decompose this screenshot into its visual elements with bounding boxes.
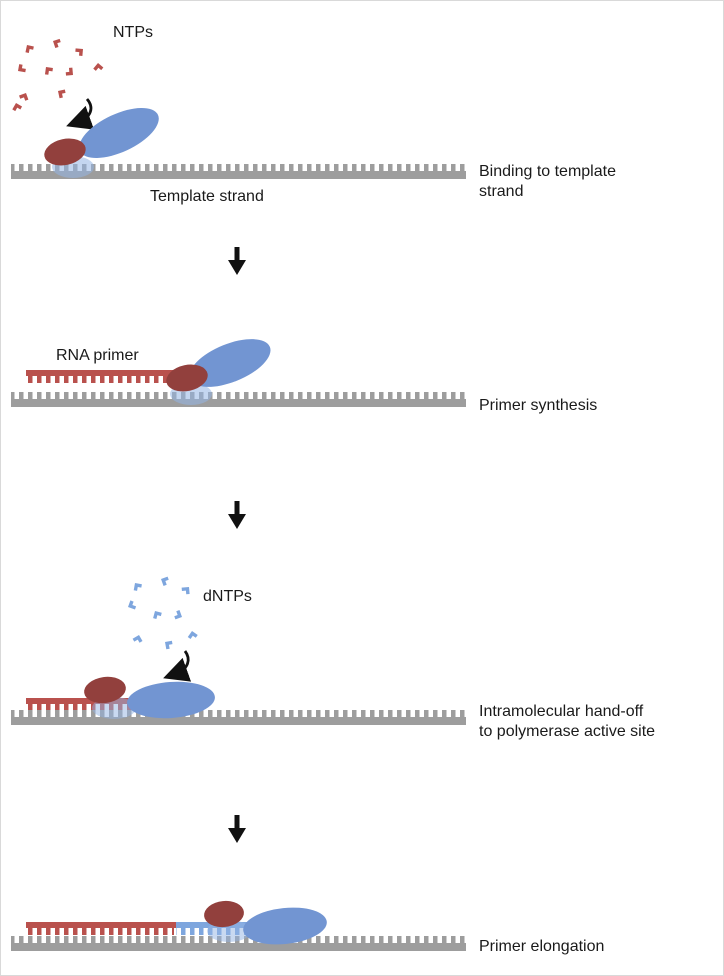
step-caption-primer-synthesis: Primer synthesis: [479, 397, 598, 414]
primase-domain-shape-1: [44, 138, 86, 166]
dntp-molecules: [128, 576, 198, 650]
primase-domain-shape-4: [204, 900, 244, 928]
primase-domain-shape-3: [84, 676, 126, 704]
down-arrow-icon-1: [228, 247, 246, 275]
template-strand-1: [11, 164, 466, 179]
polymerase-domain-shape-2: [189, 339, 271, 387]
down-arrow-icon-3: [228, 815, 246, 843]
handoff-arrow-icon: [163, 650, 192, 682]
template-strand-2: [11, 392, 466, 407]
down-arrow-icon-2: [228, 501, 246, 529]
rna-primer-strand-2: [26, 370, 179, 383]
ntps-label: NTPs: [113, 24, 153, 41]
polymerase-domain-shape-1: [79, 107, 159, 159]
polymerase-domain-shape-4: [243, 907, 327, 945]
ntp-molecules: [12, 38, 104, 112]
rna-primer-strand-3: [26, 698, 148, 711]
step-caption-elongation: Primer elongation: [479, 938, 605, 955]
template-strand-3: [11, 710, 466, 725]
primase-domain-shape-2: [166, 364, 208, 392]
rna-primer-strand-4: [26, 922, 176, 935]
polymerase-domain-shape-3: [127, 681, 215, 719]
step-caption-handoff: Intramolecular hand-off to polymerase ac…: [479, 703, 656, 740]
dntps-label: dNTPs: [203, 588, 252, 605]
incorporation-arrow-icon: [66, 98, 95, 130]
step-caption-binding: Binding to template strand: [479, 163, 616, 200]
rna-primer-label: RNA primer: [56, 347, 139, 364]
template-strand-label: Template strand: [150, 188, 264, 205]
